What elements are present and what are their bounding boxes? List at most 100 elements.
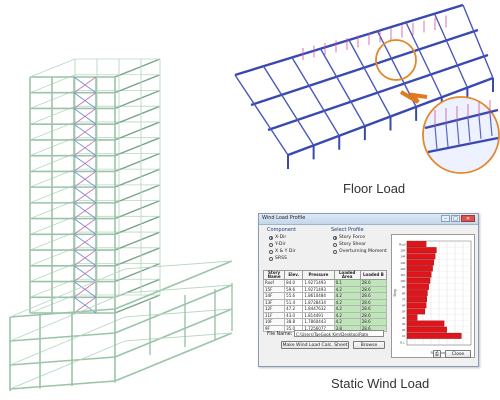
frame-member [114, 247, 161, 267]
static-wind-load-caption: Static Wind Load [331, 376, 430, 391]
brace-member [73, 92, 97, 109]
frame-member [124, 332, 233, 342]
frame-member [114, 332, 233, 382]
dialog-titlebar: Wind Load Profile – □ ✕ [259, 214, 478, 225]
frame-member [462, 4, 494, 79]
profile-option-overturning-moment[interactable]: Overturning Moment [333, 249, 387, 254]
col-header-story-name[interactable]: Story Name [262, 270, 286, 280]
component-option-x-dir[interactable]: X-Dir [269, 235, 286, 240]
radio-icon[interactable] [333, 249, 337, 254]
tick-label: 15F [400, 249, 405, 253]
maximize-button[interactable]: □ [451, 215, 460, 222]
close-window-button[interactable]: ✕ [461, 215, 475, 222]
frame-member [114, 284, 233, 334]
tick-label: 12F [400, 267, 405, 271]
print-button[interactable]: ⎙ [433, 350, 441, 358]
zoom-member [467, 118, 471, 142]
frame-member [114, 58, 161, 78]
tick-label: 3F [402, 322, 406, 326]
frame-member [124, 308, 233, 318]
zoom-member [478, 115, 482, 139]
frame-member [262, 65, 315, 146]
floor-load-3d-model [234, 3, 500, 174]
frame-member [291, 57, 340, 137]
frame-member [114, 294, 161, 314]
bar [406, 277, 431, 284]
component-group-label: Component [267, 227, 297, 233]
bar [406, 302, 427, 309]
brace-member [73, 202, 97, 219]
frame-member [114, 137, 161, 157]
bar [406, 326, 447, 333]
zoom-member [489, 113, 493, 137]
floor-load-caption: Floor Load [343, 181, 406, 196]
zoom-member [434, 125, 438, 151]
tick-label: Roof [399, 242, 406, 246]
file-name-input[interactable]: C:\Users\TaeGook Kim\Desktop\Rate [294, 330, 384, 337]
brace-member [73, 218, 97, 235]
tick-label: 4F [402, 316, 406, 320]
tick-label: 6F [402, 304, 406, 308]
bar [406, 253, 436, 260]
profile-option-story-force[interactable]: Story Force [333, 235, 365, 240]
frame-member [405, 22, 443, 98]
col-header-loaded-b[interactable]: Loaded B [359, 270, 388, 280]
radio-icon[interactable] [333, 242, 337, 247]
radio-icon[interactable] [269, 235, 273, 240]
tick-label: 8F [402, 291, 406, 295]
close-button[interactable]: Close [445, 350, 471, 358]
bar [406, 332, 462, 339]
tick-label: G.L. [400, 340, 406, 344]
brace-member [73, 171, 97, 188]
frame-member [114, 260, 233, 310]
tick-label: 7F [402, 297, 406, 301]
tick-label: 10F [400, 279, 405, 283]
tick-label: 5F [402, 310, 406, 314]
bar [406, 241, 427, 247]
frame-member [9, 316, 126, 366]
component-option-srss[interactable]: SRSS [269, 256, 287, 261]
component-option-y-dir[interactable]: Y-Dir [269, 242, 286, 247]
make-wind-load-calc-sheet-button[interactable]: Make Wind Load Calc. Sheet [281, 341, 349, 349]
minimize-button[interactable]: – [441, 215, 450, 222]
component-option-xy-dir[interactable]: X & Y Dir [269, 249, 296, 254]
bar [406, 296, 427, 303]
frame-member [114, 199, 161, 220]
frame-member [114, 89, 161, 110]
frame-member [114, 215, 161, 235]
radio-icon[interactable] [269, 249, 273, 254]
frame-member [348, 39, 392, 117]
brace-member [73, 281, 97, 298]
radio-icon[interactable] [269, 256, 273, 261]
col-header-elev[interactable]: Elev. [284, 270, 304, 280]
wind-load-profile-dialog: Wind Load Profile – □ ✕ Component X-Dir … [258, 213, 479, 367]
bar [406, 314, 418, 321]
zoom-circle [422, 96, 500, 174]
highlight-circle [375, 39, 417, 81]
bar [406, 271, 432, 278]
frame-member [114, 105, 161, 125]
print-icon: ⎙ [435, 352, 439, 357]
table-cell[interactable]: 9F [262, 324, 286, 332]
bar [406, 290, 428, 296]
col-header-pressure[interactable]: Pressure [302, 270, 335, 280]
radio-icon[interactable] [333, 235, 337, 240]
radio-icon[interactable] [269, 242, 273, 247]
profile-option-story-shear[interactable]: Story Shear [333, 242, 366, 247]
frame-member [9, 268, 126, 318]
frame-member [9, 292, 126, 342]
col-header-loaded-area[interactable]: Loaded Area [333, 270, 361, 280]
tick-label: 13F [400, 261, 405, 265]
frame-member [9, 308, 116, 318]
bar [406, 259, 435, 266]
zoom-member [445, 123, 449, 148]
frame-member [114, 308, 233, 358]
brace-member [73, 186, 97, 204]
file-name-label: File Name: [267, 332, 293, 337]
frame-member [114, 231, 161, 251]
browse-button[interactable]: Browse [353, 341, 385, 349]
